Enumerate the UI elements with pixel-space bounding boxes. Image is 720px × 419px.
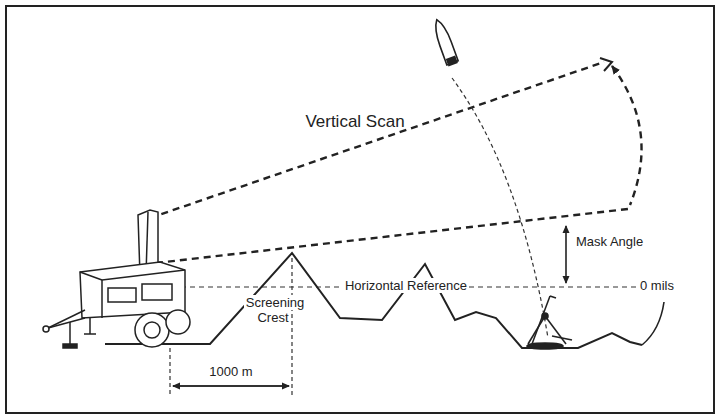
scan-label: Vertical Scan <box>305 112 404 132</box>
frame <box>6 6 714 413</box>
zero-mils-label: 0 mils <box>640 279 674 294</box>
scan-arrowhead <box>600 58 612 71</box>
mortar <box>527 296 572 349</box>
crest-label: Screening Crest <box>242 296 306 326</box>
terrain <box>642 302 664 345</box>
radar-trailer <box>43 210 190 348</box>
projectile <box>431 18 459 67</box>
distance-label: 1000 m <box>207 365 254 380</box>
dimension <box>170 258 292 396</box>
reference-label: Horizontal Reference <box>343 279 469 294</box>
trajectory <box>452 78 548 338</box>
scan-beam <box>150 62 642 263</box>
mask-angle-label: Mask Angle <box>576 235 643 250</box>
mask-angle-arrow <box>565 226 567 283</box>
